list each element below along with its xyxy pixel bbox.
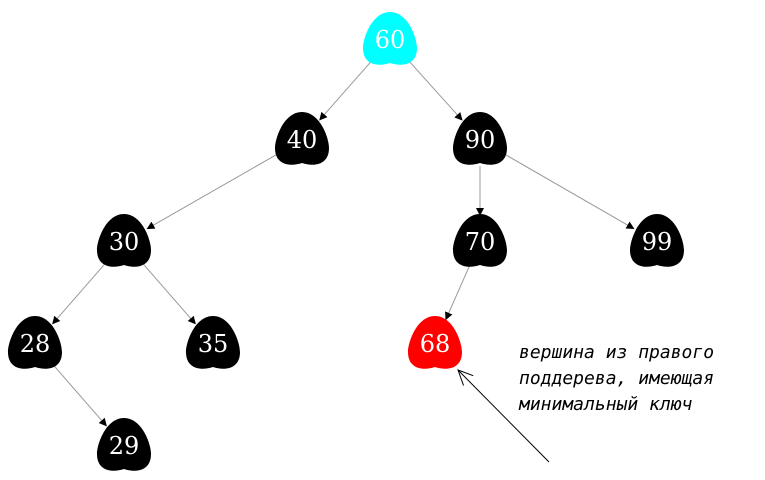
edge-30-28 xyxy=(52,261,108,325)
node-label: 68 xyxy=(420,330,451,358)
annotation-line-2: поддерева, имеющая xyxy=(519,368,715,389)
tree-node-60: 60 xyxy=(363,12,417,65)
node-label: 70 xyxy=(465,228,496,256)
tree-node-90: 90 xyxy=(453,112,507,165)
node-shape xyxy=(186,316,240,369)
node-label: 35 xyxy=(198,330,229,358)
edge-28-29 xyxy=(51,363,107,427)
node-label: 60 xyxy=(375,26,406,54)
edge-60-90 xyxy=(407,58,463,121)
node-shape xyxy=(97,418,151,471)
node-label: 90 xyxy=(465,126,496,154)
node-shape xyxy=(453,112,507,165)
node-label: 99 xyxy=(642,228,673,256)
node-shape xyxy=(408,316,462,369)
tree-node-28: 28 xyxy=(8,316,62,369)
node-shape xyxy=(97,214,151,267)
annotation-line-1: вершина из правого xyxy=(519,342,715,363)
tree-node-35: 35 xyxy=(186,316,240,369)
edge-90-99 xyxy=(502,152,635,230)
annotation-line-3: минимальный ключ xyxy=(519,394,693,415)
edges-layer xyxy=(51,58,635,427)
node-label: 40 xyxy=(287,126,318,154)
tree-node-68: 68 xyxy=(408,316,462,369)
node-shape xyxy=(453,214,507,267)
tree-node-29: 29 xyxy=(97,418,151,471)
tree-node-70: 70 xyxy=(453,214,507,267)
edge-40-30 xyxy=(146,152,280,230)
tree-node-99: 99 xyxy=(630,214,684,267)
edge-30-35 xyxy=(140,261,196,325)
node-label: 29 xyxy=(109,432,140,460)
edge-60-40 xyxy=(319,59,374,121)
node-shape xyxy=(8,316,62,369)
edge-70-68 xyxy=(445,265,470,321)
node-label: 30 xyxy=(109,228,140,256)
node-shape xyxy=(275,112,329,165)
tree-node-30: 30 xyxy=(97,214,151,267)
node-shape xyxy=(363,12,417,65)
tree-node-40: 40 xyxy=(275,112,329,165)
nodes-layer: 60 40 90 30 70 99 28 35 68 29 xyxy=(8,12,684,471)
annotation-pointer-arrow xyxy=(458,370,550,463)
node-shape xyxy=(630,214,684,267)
annotation-text: вершина из правого поддерева, имеющая ми… xyxy=(519,340,764,418)
node-label: 28 xyxy=(20,330,51,358)
